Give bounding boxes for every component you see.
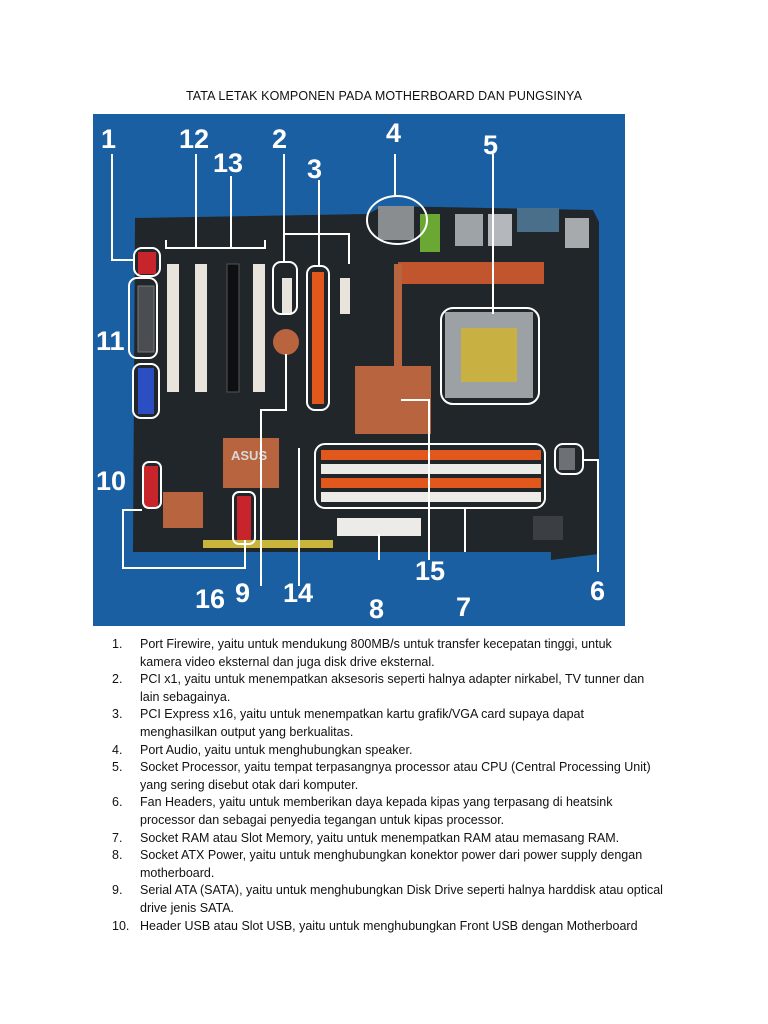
sata-port-center <box>237 496 251 540</box>
callout-14: 14 <box>283 578 313 608</box>
list-item-text: Port Audio, yaitu untuk menghubungkan sp… <box>140 742 413 757</box>
callout-5: 5 <box>483 130 498 160</box>
page-title: TATA LETAK KOMPONEN PADA MOTHERBOARD DAN… <box>185 89 583 103</box>
callout-3: 3 <box>307 154 322 184</box>
callout-11: 11 <box>96 326 125 356</box>
cmos-battery <box>273 329 299 355</box>
list-item: 4. Port Audio, yaitu untuk menghubungkan … <box>100 742 690 760</box>
list-item: 5. Socket Processor, yaitu tempat terpasa… <box>100 759 690 794</box>
list-item-text: Socket Processor, yaitu tempat terpasang… <box>140 760 651 775</box>
atx-power-connector <box>337 518 421 536</box>
list-item: 7. Socket RAM atau Slot Memory, yaitu unt… <box>100 830 690 848</box>
list-item-text: lain sebagainya. <box>140 689 231 704</box>
list-item: 8. Socket ATX Power, yaitu untuk menghubu… <box>100 847 690 882</box>
sata-port-left <box>144 466 158 508</box>
firewire-header <box>138 252 156 274</box>
usb-lan-port <box>455 214 483 246</box>
list-item-text: Serial ATA (SATA), yaitu untuk menghubun… <box>140 883 663 898</box>
chip-heatsink <box>163 492 203 528</box>
callout-8: 8 <box>369 594 384 624</box>
ide-connector <box>137 285 155 353</box>
chip <box>533 516 563 540</box>
list-item-number: 7. <box>112 830 123 845</box>
list-item: 9. Serial ATA (SATA), yaitu untuk menghub… <box>100 882 690 917</box>
ram-slot <box>321 450 541 460</box>
list-item-number: 10. <box>112 918 130 933</box>
list-item-text: Socket ATX Power, yaitu untuk menghubung… <box>140 848 643 863</box>
vrm-heatsink <box>398 262 544 284</box>
callout-1: 1 <box>101 124 116 154</box>
callout-2: 2 <box>272 124 287 154</box>
callout-7: 7 <box>456 592 471 622</box>
rear-port <box>565 218 589 248</box>
pci-slot <box>253 264 265 392</box>
list-item-text: Port Firewire, yaitu untuk mendukung 800… <box>140 637 612 651</box>
list-item: 10. Header USB atau Slot USB, yaitu untuk… <box>100 918 690 936</box>
list-item-number: 2. <box>112 672 123 687</box>
pcie-x1-small-slot <box>340 278 350 314</box>
list-item-number: 3. <box>112 707 123 722</box>
board-brand-label: ASUS <box>231 448 267 463</box>
list-item-text: PCI Express x16, yaitu untuk menempatkan… <box>140 707 584 722</box>
list-item-number: 4. <box>112 742 123 757</box>
list-item: 3. PCI Express x16, yaitu untuk menempatk… <box>100 706 690 741</box>
list-item-number: 5. <box>112 760 123 775</box>
ram-slot <box>321 464 541 474</box>
list-item-number: 6. <box>112 795 123 810</box>
audio-jacks <box>420 214 440 252</box>
list-item-number: 9. <box>112 883 123 898</box>
list-item: 1. Port Firewire, yaitu untuk mendukung 8… <box>100 636 690 671</box>
cpu-socket-cover <box>461 328 517 382</box>
list-item-text: drive jenis SATA. <box>140 900 235 915</box>
list-item-text: PCI x1, yaitu untuk menempatkan aksesori… <box>140 672 645 687</box>
callout-12: 12 <box>179 124 209 154</box>
ram-slot <box>321 492 541 502</box>
list-item-text: Fan Headers, yaitu untuk memberikan daya… <box>140 795 613 810</box>
callout-6: 6 <box>590 576 605 606</box>
pcie-x16-slot <box>312 272 324 404</box>
list-item-text: processor dan sebagai penyedia tegangan … <box>140 812 505 827</box>
pcie-x1-small-slot <box>282 278 292 314</box>
motherboard-diagram: ASUS <box>96 118 605 624</box>
pci-slot <box>195 264 207 392</box>
list-item-text: menghasilkan output yang berkualitas. <box>140 724 354 739</box>
list-item: 2. PCI x1, yaitu untuk menempatkan akseso… <box>100 671 690 706</box>
audio-port-block <box>378 206 414 240</box>
motherboard-figure: ASUS <box>93 114 625 626</box>
serial-port <box>517 208 559 232</box>
list-item: 6. Fan Headers, yaitu untuk memberikan da… <box>100 794 690 829</box>
callout-4: 4 <box>386 118 401 148</box>
board-edge-strip <box>203 540 333 548</box>
ram-slot <box>321 478 541 488</box>
usb-header-blue <box>138 368 154 414</box>
list-item-text: Socket RAM atau Slot Memory, yaitu untuk… <box>140 830 620 845</box>
list-item-text: motherboard. <box>140 865 215 880</box>
list-item-text: kamera video eksternal dan juga disk dri… <box>140 654 435 669</box>
component-list: 1. Port Firewire, yaitu untuk mendukung 8… <box>100 636 690 935</box>
callout-lines <box>111 154 599 586</box>
southbridge-heatsink <box>223 438 279 488</box>
pcie-x1-slot <box>226 263 240 393</box>
list-item-text: Header USB atau Slot USB, yaitu untuk me… <box>140 918 638 933</box>
fan-header <box>559 448 575 470</box>
pci-slot <box>167 264 179 392</box>
callout-13: 13 <box>213 148 243 178</box>
callout-9: 9 <box>235 578 250 608</box>
usb-port <box>488 214 512 246</box>
callout-15: 15 <box>415 556 445 586</box>
list-item-number: 8. <box>112 848 123 863</box>
callout-16: 16 <box>195 584 225 614</box>
list-item-text: yang sering disebut otak dari komputer. <box>140 777 359 792</box>
callout-10: 10 <box>96 466 126 496</box>
list-item-number: 1. <box>112 637 123 651</box>
